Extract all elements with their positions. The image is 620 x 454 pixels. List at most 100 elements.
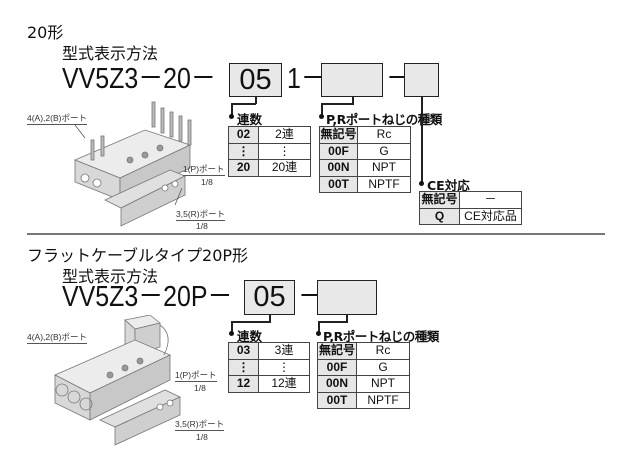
table-cell: 00F [319, 142, 358, 160]
table-cell: 00N [319, 159, 358, 177]
table-cell: ⋮ [258, 142, 311, 160]
section1-port-r-label: 3,5(R)ポート [176, 209, 226, 221]
table-cell: CE対応品 [459, 207, 522, 225]
table-cell: G [357, 142, 411, 160]
table-row: ⋮⋮ [228, 358, 310, 376]
table-cell: Rc [357, 126, 411, 144]
section2-code-prefix: VV5Z3－20P－ [62, 281, 233, 313]
table-cell: ⋮ [228, 142, 259, 160]
connector-dot [229, 114, 234, 119]
connector [255, 97, 257, 104]
table-cell: 20 [228, 159, 259, 177]
table-cell: ⋮ [258, 358, 310, 376]
connector [321, 103, 354, 105]
table-cell: 3連 [258, 342, 310, 360]
section2-port-p-size: 1/8 [194, 383, 206, 393]
connector-dot [316, 331, 321, 336]
connector [318, 321, 348, 323]
connector-dot [229, 331, 234, 336]
section2-thread-box [317, 280, 377, 315]
connector [269, 315, 271, 322]
section1-port-ab-label: 4(A),2(B)ポート [27, 113, 87, 125]
section1-box-value: 05 [239, 63, 272, 96]
table-row: 無記号－ [419, 191, 522, 209]
table-cell: 02 [228, 126, 259, 144]
table-cell: NPTF [357, 175, 411, 193]
table-cell: NPTF [356, 391, 410, 409]
connector [421, 97, 423, 183]
section2-port-p-label: 1(P)ポート [175, 370, 217, 382]
table-cell: Rc [356, 342, 410, 360]
manifold-illustration [73, 101, 192, 227]
table-cell: ⋮ [228, 358, 259, 376]
table-cell: 無記号 [419, 191, 460, 209]
table-row: ⋮⋮ [228, 142, 311, 160]
table-cell: 00T [319, 175, 358, 193]
connector [231, 321, 271, 323]
table-cell: 03 [228, 342, 259, 360]
section2-port-r-size: 1/8 [196, 432, 208, 442]
table-cell: 12 [228, 375, 259, 393]
connector [321, 103, 323, 116]
table-cell: 2連 [258, 126, 311, 144]
section1-code-prefix: VV5Z3－20－ [62, 63, 216, 95]
section2-port-ab-label: 4(A),2(B)ポート [27, 332, 87, 344]
section1-code-mid: 1－ [287, 63, 326, 95]
table-cell: G [356, 358, 410, 376]
section1-thread-label: P,Rポートねじの種類 [326, 112, 442, 127]
section-divider [27, 233, 605, 235]
section1-title: 20形 [27, 23, 64, 42]
connector [318, 321, 320, 333]
table-cell: Q [419, 207, 460, 225]
connector-dot [419, 181, 424, 186]
table-cell: 00F [317, 358, 357, 376]
section1-stations-box: 05 [229, 63, 282, 97]
section1-thread-box [321, 63, 383, 97]
section1-ce-label: CE対応 [427, 178, 470, 193]
section1-port-p-size: 1/8 [201, 177, 213, 187]
connector [352, 97, 354, 104]
section1-port-r-size: 1/8 [196, 221, 208, 231]
section1-subtitle: 型式表示方法 [62, 44, 159, 63]
connector [231, 103, 256, 105]
table-cell: 無記号 [319, 126, 358, 144]
section2-port-r-label: 3,5(R)ポート [175, 419, 225, 431]
section2-box-value: 05 [253, 281, 286, 313]
connector [231, 321, 233, 333]
section1-port-p-label: 1(P)ポート [183, 164, 225, 176]
table-cell: 12連 [258, 375, 310, 393]
connector-dot [319, 114, 324, 119]
flat-cable-manifold-illustration [54, 315, 181, 446]
connector [346, 315, 348, 322]
table-cell: 無記号 [317, 342, 357, 360]
table-cell: － [459, 191, 522, 209]
section2-stations-box: 05 [244, 280, 295, 315]
section1-stations-label: 連数 [237, 112, 263, 127]
table-cell: 00N [317, 375, 357, 393]
table-cell: 20連 [258, 159, 311, 177]
connector [231, 103, 233, 116]
section2-title: フラットケーブルタイプ20P形 [27, 246, 249, 265]
section2-stations-label: 連数 [237, 329, 263, 344]
section2-subtitle: 型式表示方法 [62, 267, 159, 286]
section2-thread-label: P,Rポートねじの種類 [323, 329, 439, 344]
